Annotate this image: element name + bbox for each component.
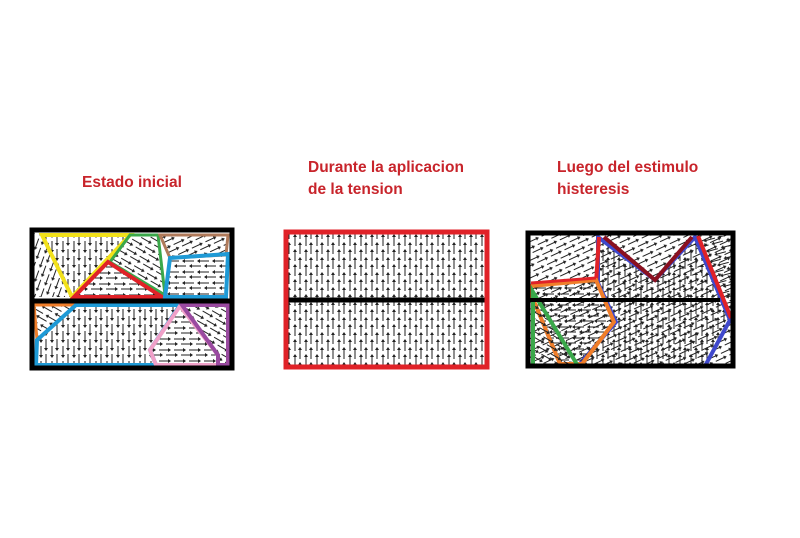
domain-yellow <box>38 233 135 301</box>
domain-cyan-right <box>162 251 231 299</box>
domain-red <box>69 259 169 299</box>
domain-m-darkred-edge <box>602 235 694 283</box>
panel-1-title-line1: Estado inicial <box>82 174 182 191</box>
panel-3-hysteresis <box>525 230 736 369</box>
panel-3-title-line2: histeresis <box>557 181 630 198</box>
panel-2-title: Durante la aplicacion de la tension <box>308 157 464 201</box>
panel-2-title-line1: Durante la aplicacion <box>308 159 464 176</box>
panel-1-initial-state <box>29 227 235 371</box>
domain-m-red-edge <box>594 236 601 284</box>
domain-m-right-red-edge <box>696 235 733 319</box>
domain-purple <box>178 303 230 367</box>
panel-3-title-line1: Luego del estimulo <box>557 159 699 176</box>
domain-orange-red-edge <box>530 276 597 285</box>
panel-3-title: Luego del estimulo histeresis <box>557 157 698 201</box>
panel-2-during-tension <box>283 229 490 370</box>
panel-2-title-line2: de la tension <box>308 181 403 198</box>
panel-1-title: Estado inicial <box>82 172 182 194</box>
